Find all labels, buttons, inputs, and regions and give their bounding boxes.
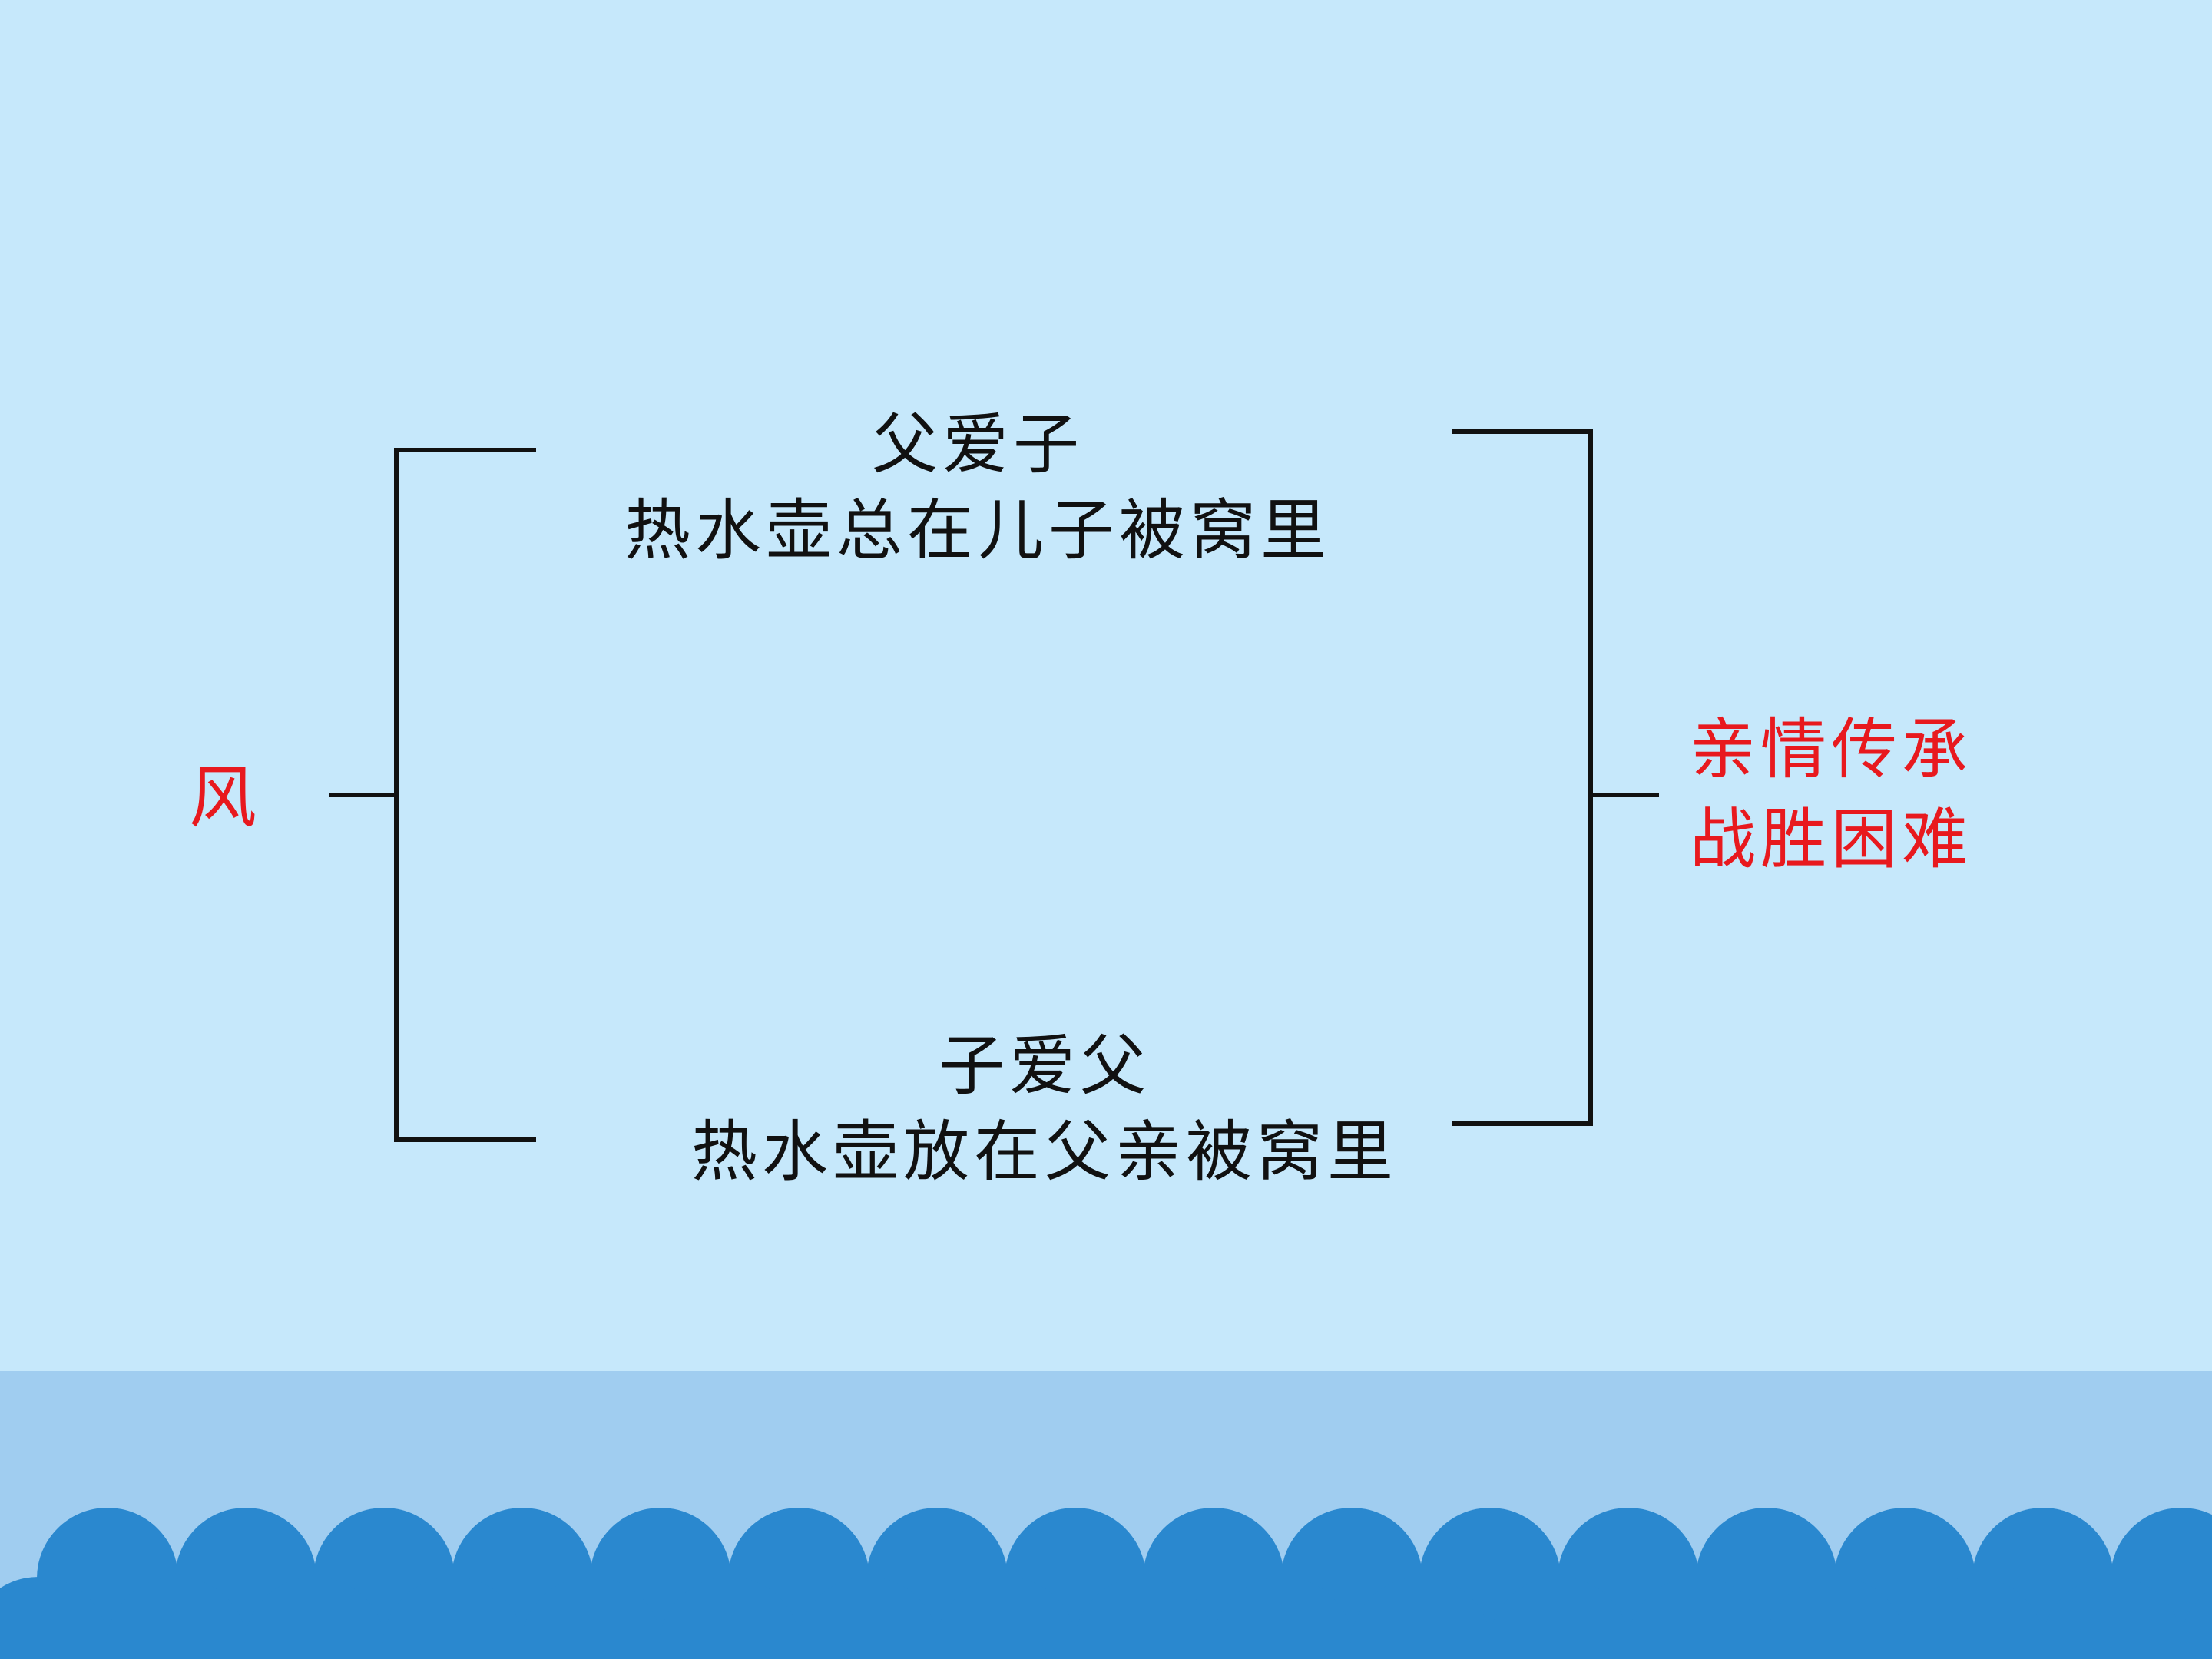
wave-scallop [382, 1577, 524, 1659]
wave-scallop [935, 1577, 1077, 1659]
right-bracket [1452, 429, 1593, 1126]
bottom-branch-title: 子爱父 [939, 1028, 1151, 1104]
wave-scallop [797, 1577, 939, 1659]
top-branch-title: 父爱子 [872, 406, 1084, 483]
bottom-branch-detail: 热水壶放在父亲被窝里 [691, 1114, 1398, 1190]
wave-scallop [1627, 1577, 1768, 1659]
wave-scallop [1074, 1577, 1215, 1659]
wave-decoration [0, 1508, 2212, 1659]
wave-scallop [1903, 1577, 2045, 1659]
wave-scallop [1212, 1577, 1353, 1659]
wave-scallop [106, 1577, 247, 1659]
wave-scallop [521, 1577, 662, 1659]
wave-scallop [1765, 1577, 1906, 1659]
wave-scallop [2041, 1577, 2183, 1659]
left-label: 风 [189, 758, 262, 837]
wave-scallop [2180, 1588, 2212, 1659]
wave-scallop [1488, 1577, 1630, 1659]
conclusion-line-1: 亲情传承 [1690, 711, 1972, 788]
wave-scallop [244, 1577, 386, 1659]
wave-scallop [659, 1577, 800, 1659]
left-bracket [394, 448, 536, 1142]
top-branch-detail: 热水壶总在儿子被窝里 [624, 492, 1331, 569]
background [0, 0, 2212, 1371]
wave-scallop [1350, 1577, 1492, 1659]
wave-row-front [0, 1577, 2212, 1659]
conclusion-line-2: 战胜困难 [1690, 801, 1972, 878]
wave-scallop [0, 1577, 109, 1659]
